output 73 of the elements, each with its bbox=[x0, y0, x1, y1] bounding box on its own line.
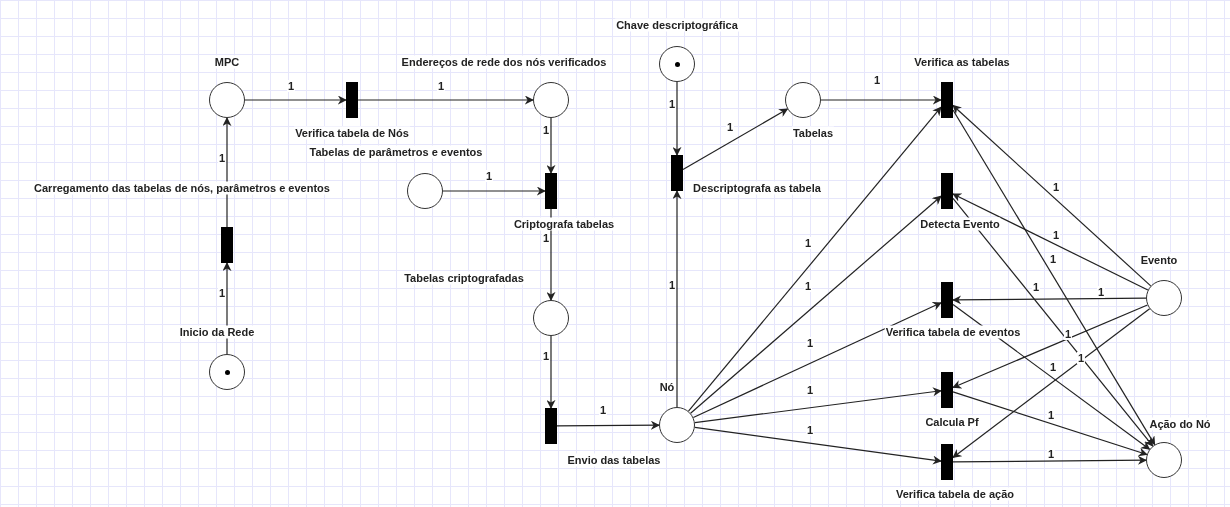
arc-weight: 1 bbox=[805, 384, 815, 396]
arc-weight: 1 bbox=[436, 80, 446, 92]
arc-arrow bbox=[820, 95, 942, 105]
transition-label: Calcula Pf bbox=[924, 415, 980, 429]
arc-weight: 1 bbox=[1051, 228, 1061, 241]
arc-arrow bbox=[687, 106, 942, 412]
arc-weight: 1 bbox=[667, 98, 677, 110]
arc-arrow bbox=[694, 387, 942, 424]
place-label: Tabelas criptografadas bbox=[403, 271, 525, 285]
arc-weight: 1 bbox=[803, 237, 813, 249]
arc-arrow bbox=[692, 302, 942, 419]
arc-weight: 1 bbox=[872, 74, 882, 86]
place-label: Chave descriptográfica bbox=[615, 18, 739, 32]
transition-label: Verifica tabela de eventos bbox=[884, 325, 1022, 339]
arc-weight: 1 bbox=[725, 121, 735, 133]
arc-arrow bbox=[672, 81, 682, 156]
arc-arrow bbox=[694, 426, 942, 465]
place-label: Endereços de rede dos nós verificados bbox=[400, 55, 608, 69]
place-label: Tabelas bbox=[791, 126, 835, 140]
transition-label: Envio das tabelas bbox=[566, 453, 662, 467]
transition-label: Detecta Evento bbox=[919, 217, 1001, 231]
transition-label: Verifica tabela de ação bbox=[895, 487, 1015, 501]
arc-arrow bbox=[952, 193, 1149, 291]
arc-arrow bbox=[952, 304, 1149, 389]
place-label: Inicio da Rede bbox=[178, 325, 256, 339]
arc-weight: 1 bbox=[1051, 180, 1061, 193]
arc-weight: 1 bbox=[541, 232, 551, 244]
arc-arrow bbox=[952, 104, 1152, 287]
place-label: MPC bbox=[213, 55, 241, 69]
transition-label: Carregamento das tabelas de nós, parâmetros e eventos bbox=[33, 181, 331, 195]
arc-weight: 1 bbox=[1048, 252, 1058, 265]
arc-arrow bbox=[690, 195, 942, 414]
arc-arrow bbox=[357, 95, 534, 105]
arc-weight: 1 bbox=[1031, 280, 1041, 293]
arc-arrow bbox=[672, 190, 682, 408]
arc-weight: 1 bbox=[541, 350, 551, 362]
arc-arrow bbox=[682, 108, 789, 171]
arc-weight: 1 bbox=[541, 124, 551, 136]
arc-weight: 1 bbox=[598, 404, 608, 416]
arc-weight: 1 bbox=[805, 337, 815, 349]
arc-arrow bbox=[952, 295, 1147, 305]
arc-arrow bbox=[556, 420, 660, 430]
arc-weight: 1 bbox=[803, 280, 813, 292]
arc-arrow bbox=[952, 391, 1148, 457]
arc-weight: 1 bbox=[1063, 328, 1073, 341]
arc-arrow bbox=[952, 455, 1147, 465]
transition-label: Criptografa tabelas bbox=[512, 217, 616, 231]
arc-weight: 1 bbox=[217, 152, 227, 164]
arc-weight: 1 bbox=[286, 80, 296, 92]
arc-weight: 1 bbox=[1046, 408, 1056, 421]
arc-weight: 1 bbox=[667, 279, 677, 291]
arc-weight: 1 bbox=[1046, 448, 1056, 461]
arc-arrow bbox=[952, 197, 1154, 447]
arc-arrow bbox=[546, 335, 556, 409]
arc-arrow bbox=[546, 208, 556, 301]
transition-label: Verifica as tabelas bbox=[913, 55, 1011, 69]
arc-weight: 1 bbox=[1048, 360, 1058, 373]
arc-weight: 1 bbox=[217, 287, 227, 299]
arc-weight: 1 bbox=[484, 170, 494, 182]
arc-weight: 1 bbox=[805, 424, 815, 436]
place-label: Ação do Nó bbox=[1148, 417, 1212, 431]
place-label: Nó bbox=[658, 380, 676, 394]
arc-weight: 1 bbox=[1096, 285, 1106, 298]
arc-arrow bbox=[244, 95, 347, 105]
arc-weight: 1 bbox=[1076, 352, 1086, 365]
transition-label: Verifica tabela de Nós bbox=[294, 126, 410, 140]
arc-arrow bbox=[442, 186, 546, 196]
arc-arrow bbox=[952, 109, 1156, 446]
arc-arrow bbox=[222, 117, 232, 228]
place-label: Evento bbox=[1139, 253, 1179, 267]
transition-label: Descriptografa as tabela bbox=[692, 181, 822, 195]
arc-arrow bbox=[546, 117, 556, 174]
place-label: Tabelas de parâmetros e eventos bbox=[308, 145, 484, 159]
